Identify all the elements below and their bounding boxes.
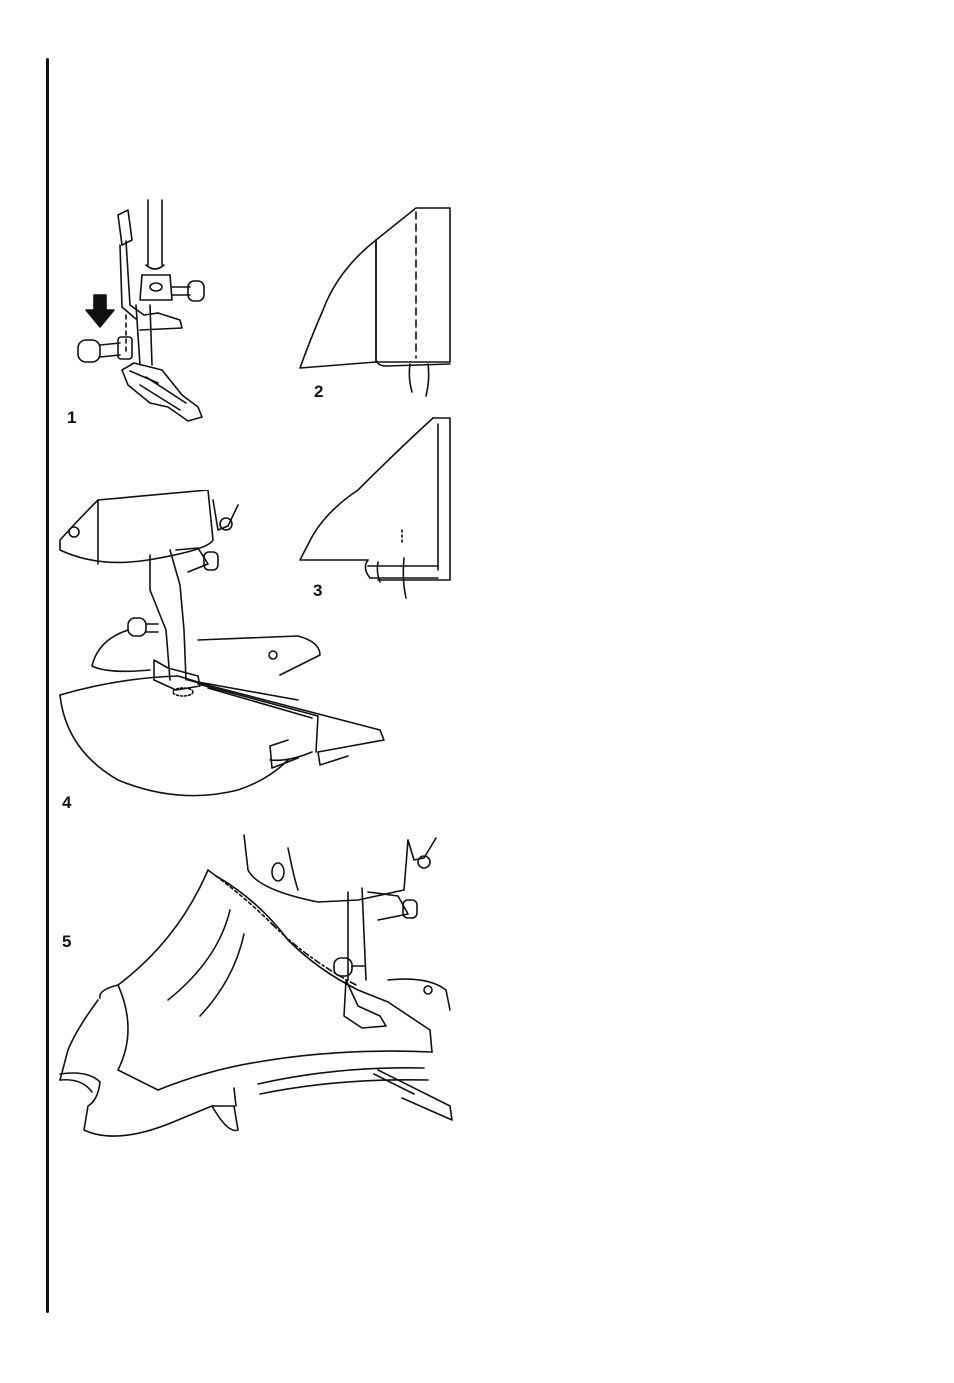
page-margin-rule bbox=[46, 58, 49, 1313]
figure-label: 5 bbox=[62, 933, 71, 950]
figure-label: 1 bbox=[67, 409, 76, 426]
figure-label: 2 bbox=[314, 383, 323, 400]
presser-foot-attach-icon bbox=[70, 195, 230, 430]
figure-1-presser-foot: 1 bbox=[70, 195, 230, 430]
curved-hem-sewing-icon bbox=[58, 830, 454, 1160]
figure-2-fabric-fold: 2 bbox=[298, 200, 458, 400]
figure-label: 4 bbox=[62, 794, 71, 811]
hem-sewing-icon bbox=[58, 490, 398, 815]
fabric-fold-first-icon bbox=[298, 200, 458, 400]
figure-5-curved-hem-sewing: 5 bbox=[58, 830, 454, 1160]
figure-4-hem-sewing: 4 bbox=[58, 490, 398, 815]
